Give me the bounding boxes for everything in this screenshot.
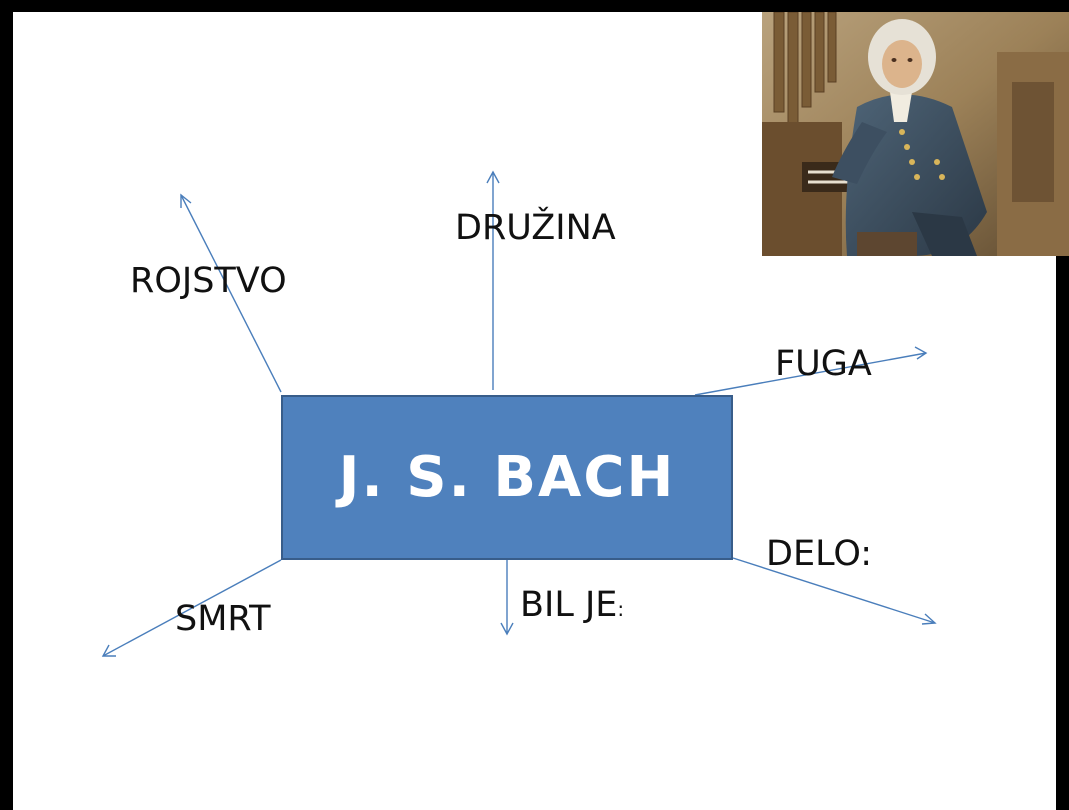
arrow-fuga: [694, 352, 927, 396]
arrow-smrt: [102, 559, 282, 657]
portrait-image: [762, 12, 1069, 256]
center-title: J. S. BACH: [338, 445, 676, 510]
center-node: J. S. BACH: [281, 395, 733, 560]
arrow-delo: [732, 557, 936, 624]
arrow-rojstvo: [180, 194, 282, 393]
label-rojstvo: ROJSTVO: [130, 261, 287, 301]
label-fuga: FUGA: [775, 344, 872, 384]
label-bil-je-text: BIL JE: [520, 585, 618, 625]
label-bil-je-colon: :: [617, 597, 625, 621]
label-smrt: SMRT: [175, 599, 271, 639]
label-druzina: DRUŽINA: [455, 208, 616, 248]
label-bil-je: BIL JE:: [520, 588, 624, 623]
label-delo: DELO:: [766, 534, 873, 574]
